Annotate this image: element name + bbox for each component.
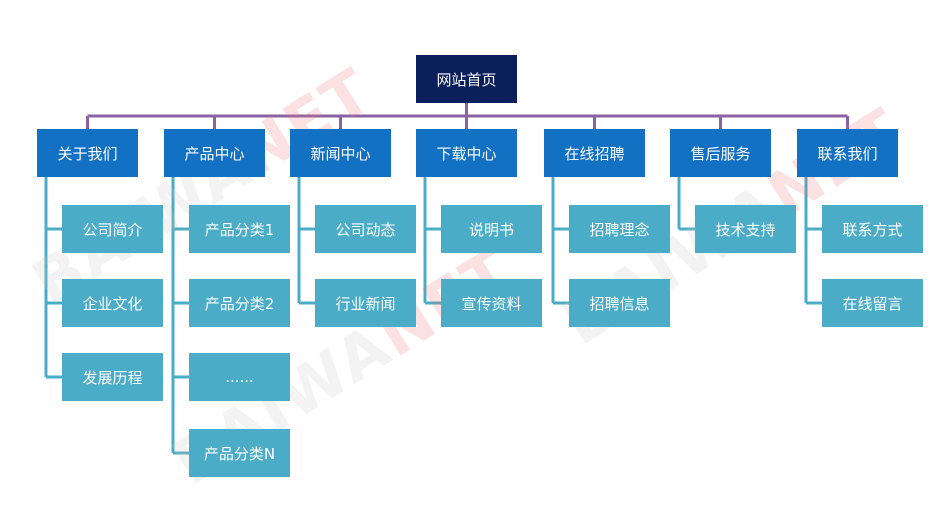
category-node: 关于我们 [37,129,138,177]
leaf-node: 招聘信息 [569,279,670,327]
category-node: 联系我们 [797,129,898,177]
leaf-node: 产品分类1 [189,205,290,253]
leaf-node: 说明书 [441,205,542,253]
category-node: 在线招聘 [544,129,645,177]
leaf-node: 技术支持 [695,205,796,253]
leaf-node: 联系方式 [822,205,923,253]
leaf-node: 产品分类2 [189,279,290,327]
leaf-node: 招聘理念 [569,205,670,253]
leaf-node: 在线留言 [822,279,923,327]
leaf-node: 公司简介 [62,205,163,253]
leaf-node: 公司动态 [315,205,416,253]
category-node: 新闻中心 [290,129,391,177]
category-node: 产品中心 [164,129,265,177]
root-node: 网站首页 [416,55,517,103]
leaf-node: 宣传资料 [441,279,542,327]
category-node: 售后服务 [670,129,771,177]
leaf-node: ...... [189,353,290,401]
leaf-node: 行业新闻 [315,279,416,327]
category-node: 下载中心 [416,129,517,177]
leaf-node: 发展历程 [62,353,163,401]
leaf-node: 产品分类N [189,429,290,477]
leaf-node: 企业文化 [62,279,163,327]
